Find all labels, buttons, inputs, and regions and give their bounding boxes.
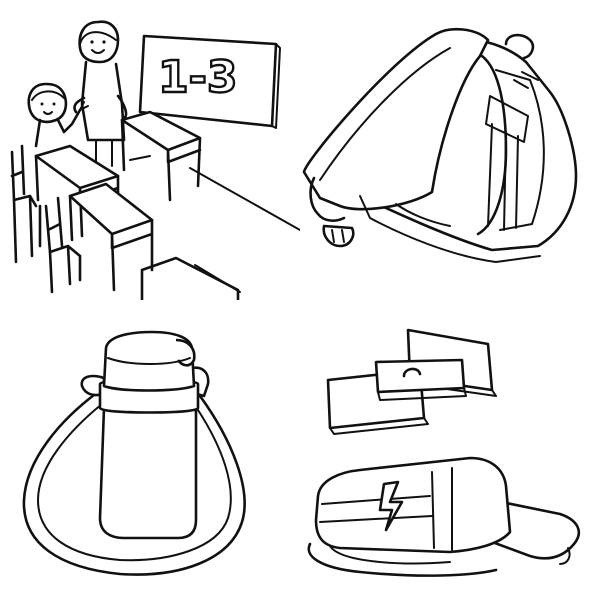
child-figure xyxy=(27,82,89,148)
teacher-figure xyxy=(73,20,128,171)
backpack-bottom xyxy=(359,195,541,263)
classroom-panel: 1-3 xyxy=(0,0,300,300)
bottle-strap-inner xyxy=(37,403,232,562)
lightning-emblem xyxy=(378,480,404,532)
backpack-flap xyxy=(302,27,490,211)
bottle-strap-outer xyxy=(22,390,246,576)
cap-and-cards-illustration xyxy=(307,328,581,577)
cap-crown xyxy=(314,456,512,554)
cap-panel xyxy=(300,300,603,603)
backpack-panel xyxy=(300,0,603,300)
desk-partial xyxy=(140,256,240,300)
backpack-clasp xyxy=(322,224,355,248)
blackboard: 1-3 xyxy=(138,34,281,129)
desk-front xyxy=(68,182,154,292)
flap-inner-line xyxy=(319,47,451,181)
chair-left xyxy=(10,144,42,264)
side-panel xyxy=(495,69,545,231)
floor-line xyxy=(189,167,300,231)
bottle-panel xyxy=(0,300,300,603)
chair-right xyxy=(44,196,82,294)
school-backpack-illustration xyxy=(302,27,578,263)
bottle-body xyxy=(98,406,198,540)
water-bottle-illustration xyxy=(22,330,246,576)
desk-back xyxy=(120,110,202,202)
name-cards xyxy=(326,328,497,435)
backpack-straps xyxy=(485,71,539,231)
bottle-cap xyxy=(102,330,196,392)
cap-seams xyxy=(431,467,453,551)
backpack-clasp-strap xyxy=(309,176,346,222)
classroom-illustration: 1-3 xyxy=(10,20,300,300)
cap-stripes xyxy=(319,495,433,523)
desk-middle xyxy=(34,144,120,238)
backpack-handle xyxy=(504,33,535,60)
board-class-label: 1-3 xyxy=(158,52,238,103)
cap-brim-shadow xyxy=(307,542,498,577)
